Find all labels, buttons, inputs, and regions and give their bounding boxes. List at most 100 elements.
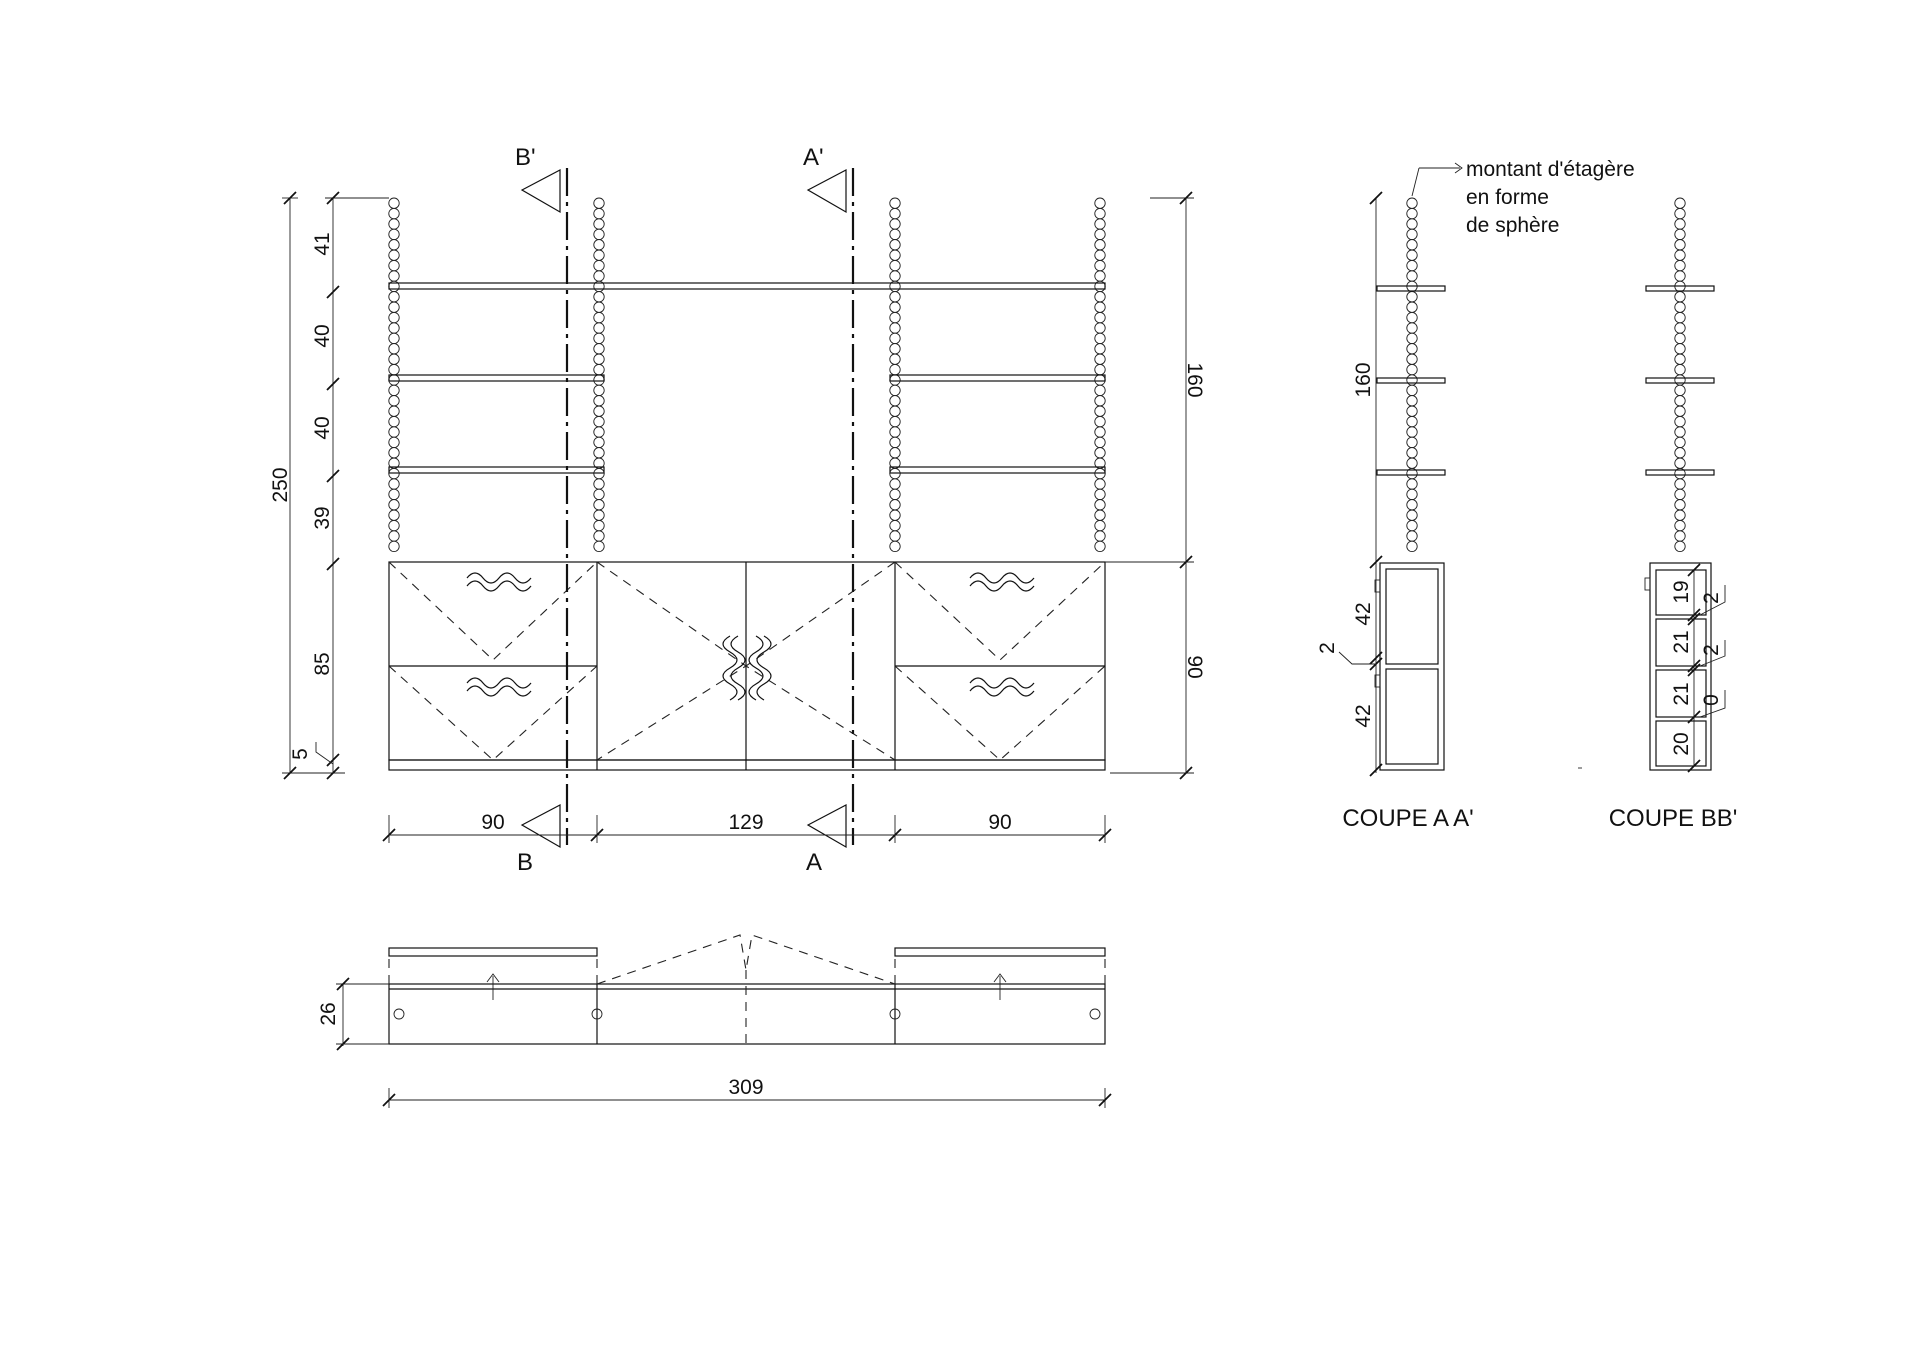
- sphere-ball: [388, 384, 400, 397]
- door-swing-plan: [596, 934, 896, 985]
- sphere-ball: [388, 447, 400, 459]
- sphere-ball: [388, 218, 400, 230]
- sphere-ball: [388, 301, 400, 313]
- sphere-ball: [593, 436, 605, 449]
- sphere-ball: [889, 259, 901, 272]
- dim-21a: 21: [1670, 630, 1693, 653]
- sphere-ball: [889, 322, 901, 334]
- sphere-ball: [1406, 405, 1418, 417]
- sphere-ball: [388, 207, 400, 220]
- sphere-ball: [1674, 457, 1686, 469]
- sphere-post-section-bb: [1674, 197, 1686, 553]
- sphere-ball: [388, 509, 400, 521]
- dim-0-section-bb: 0: [1700, 694, 1723, 706]
- sphere-ball: [889, 405, 901, 417]
- sphere-ball: [1674, 436, 1686, 449]
- sphere-ball: [889, 530, 901, 542]
- shelf-right-2: [889, 374, 1106, 382]
- sphere-ball: [1094, 530, 1106, 542]
- sphere-ball: [889, 478, 901, 490]
- sphere-ball: [388, 519, 400, 532]
- sphere-ball: [1406, 301, 1418, 313]
- sphere-ball: [388, 488, 400, 501]
- sphere-ball: [1094, 249, 1106, 261]
- sphere-ball: [388, 322, 400, 334]
- sphere-ball: [889, 363, 901, 376]
- dim-2a-section-bb: 2: [1700, 592, 1723, 604]
- sphere-ball: [593, 343, 605, 355]
- sphere-post-left: [388, 197, 400, 553]
- sphere-ball: [1406, 322, 1418, 334]
- sphere-ball: [388, 249, 400, 261]
- sphere-ball: [889, 426, 901, 438]
- sphere-ball: [388, 311, 400, 324]
- sphere-ball: [1674, 239, 1686, 251]
- dim-26: 26: [317, 1002, 340, 1025]
- sphere-ball: [1674, 540, 1686, 553]
- sphere-ball: [889, 228, 901, 241]
- sphere-ball: [593, 311, 605, 324]
- sphere-ball: [388, 395, 400, 407]
- dim-160-section-aa: 160: [1352, 362, 1375, 397]
- annotation-line-2: en forme: [1466, 186, 1549, 209]
- shelf-right-3: [889, 466, 1106, 474]
- sphere-ball: [889, 436, 901, 449]
- section-mark-b-bottom: B: [517, 849, 533, 876]
- sphere-ball: [889, 301, 901, 313]
- sphere-ball: [1094, 311, 1106, 324]
- door-opening-left: [596, 561, 747, 761]
- sphere-ball: [889, 519, 901, 532]
- sphere-ball: [593, 395, 605, 407]
- dim-2b-section-bb: 2: [1700, 644, 1723, 656]
- sphere-ball: [1406, 197, 1418, 209]
- sphere-ball: [1406, 259, 1418, 272]
- sphere-ball: [1674, 447, 1686, 459]
- sphere-ball: [1094, 478, 1106, 490]
- sphere-post-inner-left: [593, 197, 605, 553]
- sphere-ball: [1406, 291, 1418, 303]
- sphere-ball: [889, 374, 901, 386]
- sphere-ball: [388, 405, 400, 417]
- dim-2-section-aa: 2: [1316, 642, 1339, 654]
- sphere-post-section-aa: [1406, 197, 1418, 553]
- sphere-ball: [593, 332, 605, 345]
- wavy-handle-icon: [466, 572, 1035, 701]
- sphere-ball: [1406, 311, 1418, 324]
- sphere-ball: [388, 426, 400, 438]
- sphere-ball: [1406, 374, 1418, 386]
- dim-90-right-width: 90: [988, 811, 1011, 834]
- sphere-post-right: [1094, 197, 1106, 553]
- drawer-opening-left-upper: [388, 561, 598, 661]
- sphere-ball: [889, 332, 901, 345]
- sphere-ball: [388, 332, 400, 345]
- sphere-ball: [1094, 228, 1106, 241]
- sphere-ball: [593, 509, 605, 521]
- sphere-ball: [1406, 499, 1418, 511]
- section-arrow-b-bottom: [520, 804, 561, 849]
- front-elevation: B' A' B A 41 40 40 39 85 5 250: [269, 144, 1206, 876]
- sphere-ball: [1406, 207, 1418, 220]
- dim-40a: 40: [311, 324, 334, 347]
- section-mark-a-bottom: A: [806, 849, 822, 876]
- dim-42-upper: 42: [1352, 602, 1375, 625]
- dim-19: 19: [1670, 580, 1693, 603]
- sphere-ball: [1674, 415, 1686, 428]
- sphere-ball: [889, 207, 901, 220]
- sphere-ball: [593, 519, 605, 532]
- sphere-ball: [1094, 322, 1106, 334]
- sphere-ball: [593, 426, 605, 438]
- sphere-ball: [1094, 426, 1106, 438]
- shelf-left-2: [388, 374, 605, 382]
- cabinet-section-bb: [1649, 562, 1712, 771]
- sphere-ball: [593, 218, 605, 230]
- sphere-ball: [593, 228, 605, 241]
- sphere-ball: [1094, 259, 1106, 272]
- sphere-ball: [1674, 322, 1686, 334]
- sphere-ball: [593, 207, 605, 220]
- dim-39: 39: [311, 506, 334, 529]
- sphere-ball: [388, 270, 400, 282]
- sphere-ball: [1406, 218, 1418, 230]
- sphere-ball: [1674, 197, 1686, 209]
- sphere-ball: [593, 447, 605, 459]
- sphere-ball: [1094, 343, 1106, 355]
